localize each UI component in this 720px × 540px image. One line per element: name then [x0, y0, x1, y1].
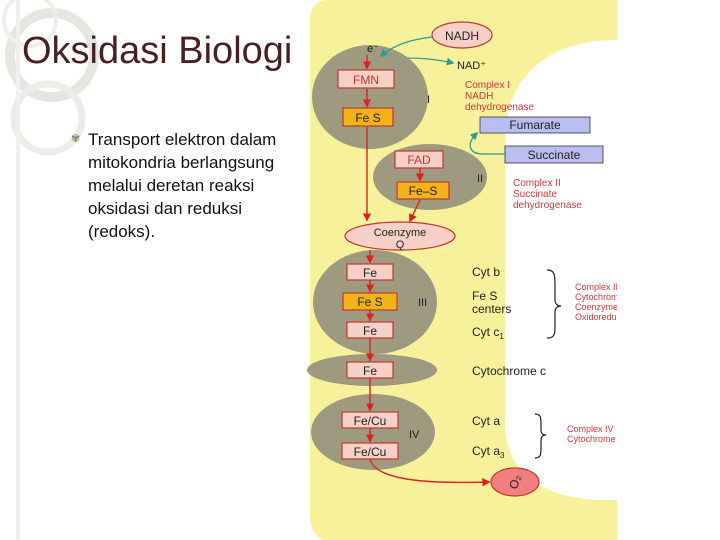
fumarate-label: Fumarate [509, 118, 561, 132]
diagram-label: Cyt c [472, 325, 499, 339]
cyt-c1-label: Cyt c1 [472, 325, 504, 341]
slide-title: Oksidasi Biologi [22, 30, 293, 72]
succinate-arrow [469, 131, 505, 155]
cytochrome-c-label: Cytochrome c [472, 364, 546, 378]
bullet-text: Transport elektron dalam mitokondria ber… [88, 130, 277, 241]
nad-plus-label: NAD⁺ [457, 60, 486, 72]
flow-arrow [409, 199, 421, 223]
diagram-label: centers [472, 302, 511, 316]
diagram-label: Complex III [575, 282, 617, 292]
diagram-label: Fe/Cu [354, 414, 387, 428]
oxygen-node [490, 467, 540, 497]
diagram-label: Fe S [472, 289, 497, 303]
electron-transport-diagram: I FMN Fe S NADH e⁻ NAD⁺ Complex I NADH d… [305, 0, 617, 540]
complex-1-roman: I [427, 94, 430, 106]
diagram-label: Coenzyme [374, 227, 427, 239]
diagram-label: Coenzyme Q [575, 302, 617, 312]
nadh-label: NADH [445, 29, 479, 43]
bullet-item: ✾ Transport elektron dalam mitokondria b… [71, 128, 312, 243]
oxygen-label: O₂ [506, 473, 523, 490]
complex-1 [312, 45, 428, 149]
coenzyme-q-node [344, 221, 456, 251]
diagram-label: Succinate [513, 189, 557, 200]
fad-label: FAD [407, 153, 431, 167]
complex-4-brace [534, 413, 547, 459]
cyt-a3-label: Cyt a3 [472, 444, 505, 460]
cyt-a-label: Cyt a [472, 414, 500, 428]
decorative-swirl [2, 0, 99, 540]
diagram-label: Complex I [465, 80, 510, 91]
diagram-label: Fe [363, 364, 377, 378]
diagram-label: Cytochrome c – [575, 292, 617, 302]
flow-arrow [369, 458, 491, 487]
diagram-label: Cytochrome oxidase [567, 434, 617, 444]
fmn-label: FMN [353, 73, 379, 87]
fe-s-2-box [396, 181, 450, 200]
cyt-b-label: Cyt b [472, 265, 500, 279]
electron-label: e⁻ [367, 43, 379, 55]
nad-arrow [407, 57, 455, 66]
diagram-label: Fe/Cu [354, 445, 387, 459]
diagram-label: dehydrogenase [513, 200, 582, 211]
diagram-label: Fe [363, 266, 377, 280]
fmn-box [337, 69, 395, 89]
diagram-label: Oxidoreductase [575, 312, 617, 322]
complex-3-brace [546, 269, 562, 339]
fe-s-1-box [342, 107, 394, 127]
complex-4-roman: IV [409, 429, 420, 441]
diagram-label: 3 [500, 451, 505, 460]
diagram-label: NADH [465, 91, 493, 102]
complex-2-roman: II [477, 173, 483, 185]
bullet-icon: ✾ [71, 133, 81, 145]
nadh-node [431, 21, 493, 49]
fe-s-2-label: Fe–S [409, 184, 438, 198]
diagram-label: 1 [499, 332, 504, 341]
complex-3-roman: III [418, 297, 427, 309]
diagram-label: Complex IV [567, 424, 614, 434]
fad-box [394, 150, 444, 169]
succinate-label: Succinate [528, 148, 581, 162]
fe-s-1-label: Fe S [355, 111, 380, 125]
fumarate-box [479, 116, 591, 134]
diagram-label: Complex II [513, 178, 561, 189]
diagram-label: Fe S [357, 295, 382, 309]
diagram-label: Cyt a [472, 444, 500, 458]
diagram-label: dehydrogenase [465, 102, 534, 113]
nadh-arrow [379, 36, 433, 58]
diagram-label: Fe [363, 324, 377, 338]
diagram-label: Q [396, 239, 405, 251]
